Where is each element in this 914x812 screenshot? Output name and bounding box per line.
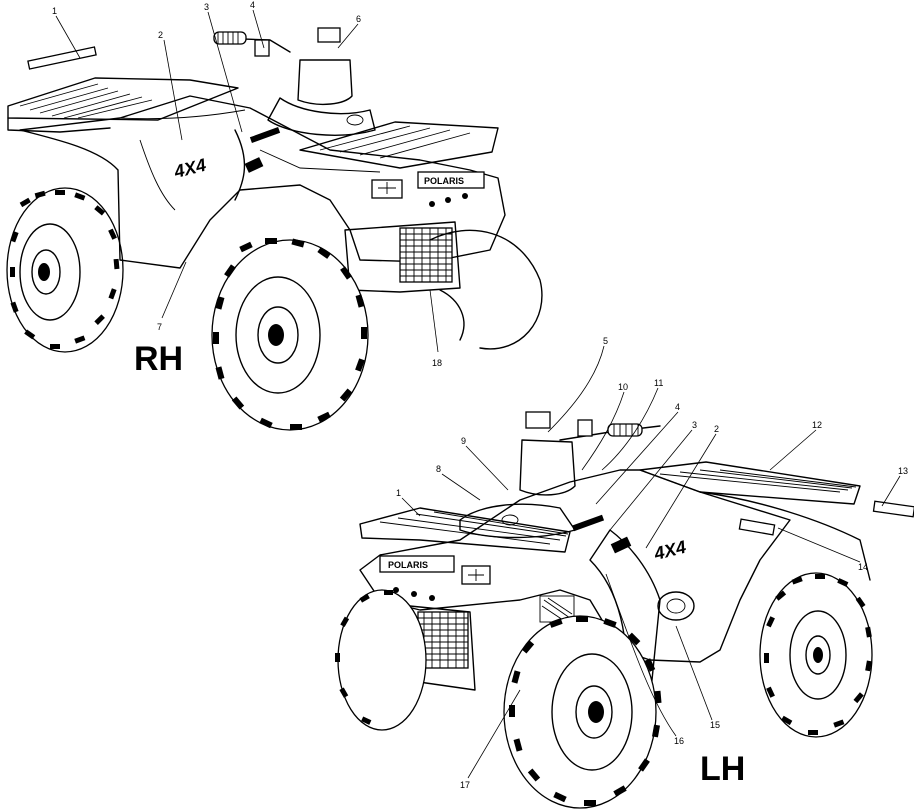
rh-front-far-wheel — [429, 229, 543, 350]
lh-callout-9: 9 — [461, 436, 466, 446]
rh-callout-7: 7 — [157, 322, 162, 332]
lh-decal-13-strip — [872, 500, 914, 518]
lh-front-far-wheel — [335, 589, 427, 731]
rh-callout-1: 1 — [52, 6, 57, 16]
lh-callout-16: 16 — [674, 736, 684, 746]
rh-front-rack: POLARIS — [299, 121, 499, 207]
rh-decal-1-strip — [27, 46, 97, 70]
rh-callout-4: 4 — [250, 0, 255, 10]
lh-rear-rack — [639, 461, 914, 581]
rh-view-label: RH — [134, 340, 183, 378]
rh-grille — [344, 221, 461, 293]
lh-rear-wheel — [759, 572, 873, 738]
rh-callout-18: 18 — [432, 358, 442, 368]
lh-leaders — [401, 345, 901, 779]
rh-front-wheel — [211, 238, 369, 431]
lh-callout-3: 3 — [692, 420, 697, 430]
rh-polaris-badge: POLARIS — [424, 176, 464, 186]
rh-callout-labels: 1 2 3 4 6 7 18 — [52, 0, 442, 368]
lh-polaris-badge: POLARIS — [388, 560, 428, 570]
lh-callout-12: 12 — [812, 420, 822, 430]
lh-view-label: LH — [700, 750, 745, 788]
lh-callout-15: 15 — [710, 720, 720, 730]
rh-leaders — [55, 9, 439, 353]
rh-handlebar — [213, 27, 376, 136]
rh-body: 4X4 — [19, 95, 506, 269]
lh-callout-10: 10 — [618, 382, 628, 392]
atv-lh-view: 4X4 POLARIS — [335, 336, 914, 809]
lh-callout-2: 2 — [714, 424, 719, 434]
rh-rear-wheel — [6, 187, 124, 353]
lh-callout-17: 17 — [460, 780, 470, 790]
rh-rear-rack — [7, 46, 239, 133]
rh-4x4-decal: 4X4 — [171, 155, 208, 182]
lh-callout-8: 8 — [436, 464, 441, 474]
atv-rh-view: 4X4 POLARIS — [6, 0, 543, 431]
rh-callout-3: 3 — [204, 2, 209, 12]
lh-callout-5: 5 — [603, 336, 608, 346]
lh-4x4-decal: 4X4 — [651, 537, 688, 564]
lh-front-rack: POLARIS — [359, 507, 571, 601]
lh-callout-14: 14 — [858, 562, 868, 572]
rh-callout-2: 2 — [158, 30, 163, 40]
rh-callout-6: 6 — [356, 14, 361, 24]
lh-callout-1: 1 — [396, 488, 401, 498]
lh-front-wheel — [503, 615, 662, 809]
lh-callout-labels: 1 2 3 4 5 8 9 10 11 12 13 14 15 16 17 — [396, 336, 908, 790]
lh-callout-13: 13 — [898, 466, 908, 476]
lh-callout-11: 11 — [654, 378, 663, 388]
lh-handlebar — [459, 411, 661, 539]
lh-callout-4: 4 — [675, 402, 680, 412]
